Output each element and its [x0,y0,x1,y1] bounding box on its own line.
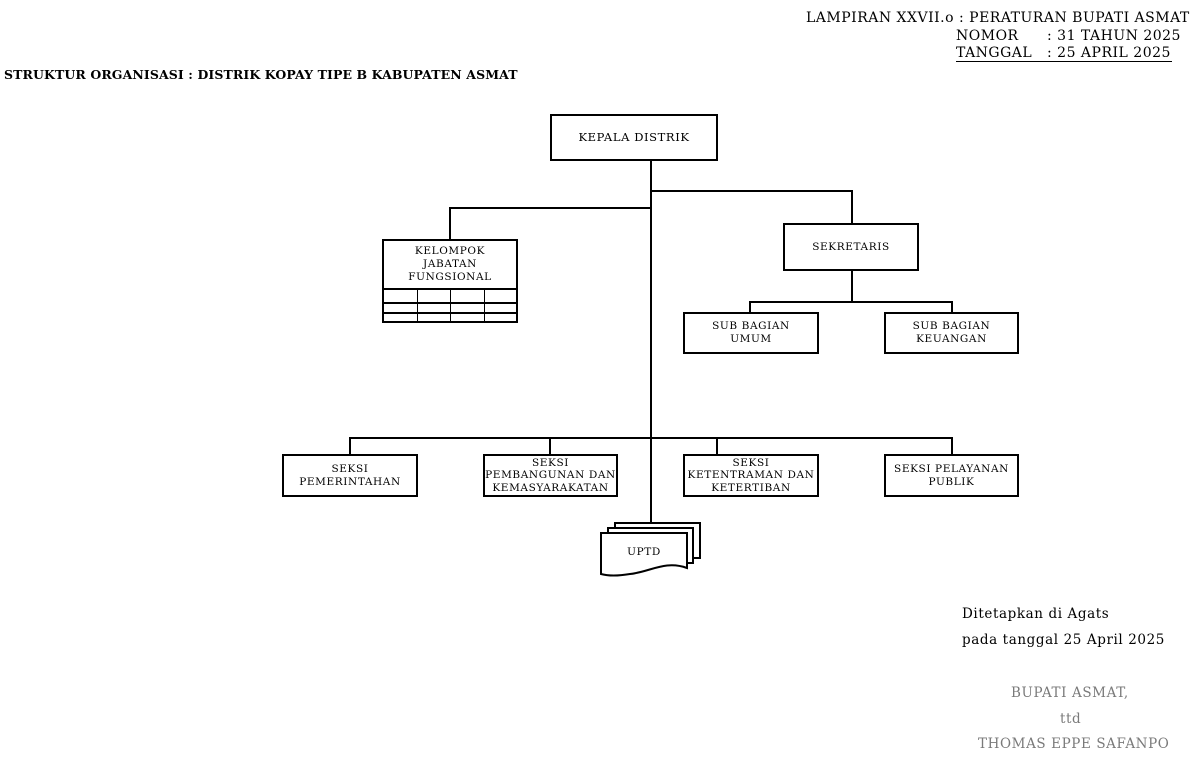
page-title: STRUKTUR ORGANISASI : DISTRIK KOPAY TIPE… [4,67,518,82]
nama-bupati: THOMAS EPPE SAFANPO [978,736,1170,752]
sub-bagian-umum-box: SUB BAGIAN UMUM [683,312,819,354]
fungsional-grid-col-line [484,288,485,321]
fungsional-grid-col-line [417,288,418,321]
seksi-pelayanan-label: SEKSI PELAYANAN PUBLIK [894,462,1009,488]
seksi-pemerintahan-drop [349,437,351,455]
sekretaris-horizontal-connector [651,190,853,192]
tanggal-penetapan-text: pada tanggal 25 April 2025 [962,632,1165,648]
kelompok-jabatan-fungsional-box: KELOMPOK JABATAN FUNGSIONAL [382,239,518,323]
seksi-pemerintahan-label: SEKSI PEMERINTAHAN [299,462,401,488]
sub-bagian-keuangan-box: SUB BAGIAN KEUANGAN [884,312,1019,354]
sekretaris-box: SEKRETARIS [783,223,919,271]
nomor-value: : 31 TAHUN 2025 [1047,28,1181,44]
sub-bagian-keuangan-label: SUB BAGIAN KEUANGAN [912,320,991,345]
fungsional-drop-connector [449,207,451,240]
ditetapkan-text: Ditetapkan di Agats [962,606,1110,622]
sub-bagian-umum-label: SUB BAGIAN UMUM [712,320,790,345]
lampiran-line: LAMPIRAN XXVII.o : PERATURAN BUPATI ASMA… [806,10,1190,26]
seksi-pelayanan-box: SEKSI PELAYANAN PUBLIK [884,454,1019,497]
kelompok-jabatan-fungsional-label: KELOMPOK JABATAN FUNGSIONAL [384,241,516,290]
tanggal-underline [956,61,1172,62]
ttd-text: ttd [1060,711,1082,727]
seksi-horizontal-connector [349,437,953,439]
subbagian-horizontal-connector [749,301,953,303]
sub-umum-drop-connector [749,301,751,313]
sekretaris-label: SEKRETARIS [812,240,890,253]
seksi-pembangunan-label: SEKSI PEMBANGUNAN DAN KEMASYARAKATAN [485,456,616,494]
sub-keuangan-drop-connector [951,301,953,313]
kepala-distrik-box: KEPALA DISTRIK [550,114,718,161]
sekretaris-drop-connector [851,190,853,224]
subbagian-stem-connector [851,270,853,302]
tanggal-label: TANGGAL [956,45,1033,61]
seksi-ketentraman-label: SEKSI KETENTRAMAN DAN KETERTIBAN [687,456,815,494]
seksi-pemerintahan-box: SEKSI PEMERINTAHAN [282,454,418,497]
seksi-pembangunan-drop [549,437,551,455]
fungsional-grid-col-line [450,288,451,321]
seksi-ketentraman-drop [716,437,718,455]
nomor-label: NOMOR [956,28,1019,44]
uptd-label: UPTD [627,546,661,558]
main-vertical-connector [650,160,652,524]
seksi-pembangunan-box: SEKSI PEMBANGUNAN DAN KEMASYARAKATAN [483,454,618,497]
kepala-distrik-label: KEPALA DISTRIK [578,130,690,144]
jabatan-bupati: BUPATI ASMAT, [1011,685,1129,701]
seksi-pelayanan-drop [951,437,953,455]
fungsional-horizontal-connector [449,207,652,209]
tanggal-value: : 25 APRIL 2025 [1047,45,1171,61]
seksi-ketentraman-box: SEKSI KETENTRAMAN DAN KETERTIBAN [683,454,819,497]
